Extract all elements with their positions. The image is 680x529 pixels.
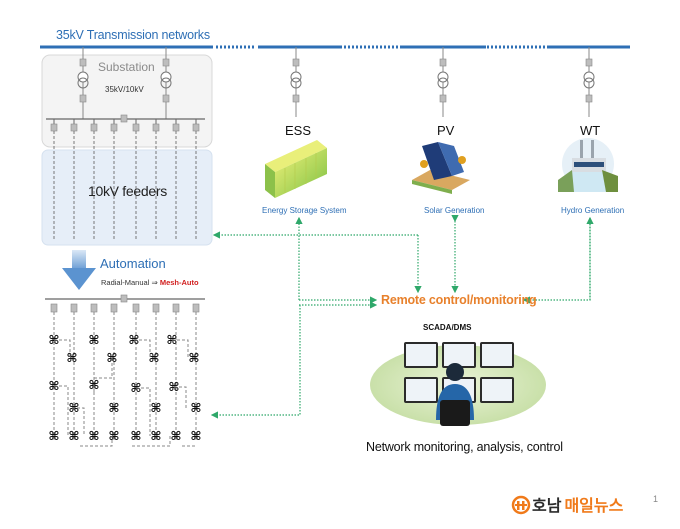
- switch-icon: ⌘: [108, 401, 119, 415]
- mesh-breaker-icon: [90, 303, 98, 313]
- mesh-breaker-icon: [50, 303, 58, 313]
- tie-line: [54, 339, 71, 358]
- substation-voltage: 35kV/10kV: [105, 85, 144, 94]
- breaker-icon: [162, 94, 170, 103]
- switch-icon: ⌘: [148, 351, 159, 365]
- breaker-icon: [439, 58, 447, 67]
- page-number: 1: [653, 494, 659, 504]
- feeders-box: [41, 149, 213, 246]
- breaker-icon: [79, 94, 87, 103]
- transformer-icon: [160, 71, 172, 83]
- solar-panel-icon: [412, 142, 470, 194]
- tie-line: [54, 385, 69, 436]
- tie-line: [172, 339, 189, 358]
- feeder-breaker-icon: [90, 123, 98, 132]
- tie-line: [94, 358, 113, 379]
- scada-label: SCADA/DMS: [423, 323, 472, 332]
- feeder-breaker-icon: [50, 123, 58, 132]
- wt-label: WT: [580, 123, 601, 138]
- switch-icon: ⌘: [68, 429, 79, 443]
- hydro-dam-icon: [558, 138, 618, 192]
- automation-title: Automation: [100, 256, 166, 271]
- switch-icon: ⌘: [130, 429, 141, 443]
- tie-line: [72, 407, 85, 436]
- automation-subtitle: Radial-Manual ⇒ Mesh-Auto: [101, 278, 199, 287]
- switch-icon: ⌘: [66, 351, 77, 365]
- logo-text-orange: 매일뉴스: [564, 498, 624, 515]
- switch-icon: ⌘: [150, 429, 161, 443]
- mesh-breaker-icon: [192, 303, 200, 313]
- switch-icon: ⌘: [190, 401, 201, 415]
- battery-rack-icon: [265, 140, 327, 198]
- mesh-network: ⌘⌘⌘⌘⌘⌘⌘⌘⌘⌘⌘⌘⌘⌘⌘⌘⌘⌘⌘⌘⌘⌘⌘⌘: [45, 294, 205, 447]
- mesh-breaker-icon: [70, 303, 78, 313]
- breaker-icon: [162, 58, 170, 67]
- feeder-breaker-icon: [132, 123, 140, 132]
- feeders-label: 10kV feeders: [88, 183, 167, 199]
- transformer-icon: [290, 71, 302, 83]
- automation-from: Radial-Manual: [101, 278, 150, 287]
- pv-label: PV: [437, 123, 455, 138]
- breaker-icon: [79, 58, 87, 67]
- wt-caption: Hydro Generation: [561, 206, 625, 215]
- switch-icon: ⌘: [88, 429, 99, 443]
- mesh-breaker-icon: [172, 303, 180, 313]
- newspaper-logo-icon: [511, 495, 531, 515]
- scada-operator-icon: [370, 342, 546, 426]
- bus-tie-breaker-icon: [120, 114, 128, 123]
- transformer-icon: [77, 71, 89, 83]
- tie-line: [80, 436, 113, 447]
- substation-label: Substation: [98, 60, 155, 74]
- ess-caption: Energy Storage System: [262, 206, 347, 215]
- breaker-icon: [292, 94, 300, 103]
- automation-to: Mesh-Auto: [159, 278, 199, 287]
- switch-icon: ⌘: [108, 429, 119, 443]
- switch-icon: ⌘: [150, 401, 161, 415]
- transmission-title: 35kV Transmission networks: [56, 28, 210, 42]
- substation-transformers: [46, 47, 205, 123]
- tie-line: [132, 436, 171, 447]
- breaker-icon: [439, 94, 447, 103]
- switch-icon: ⌘: [188, 351, 199, 365]
- automation-arrow-icon: [62, 250, 96, 290]
- feeder-breaker-icon: [192, 123, 200, 132]
- network-monitoring-label: Network monitoring, analysis, control: [366, 440, 563, 454]
- feeder-breaker-icon: [172, 123, 180, 132]
- breaker-icon: [292, 58, 300, 67]
- tie-line: [136, 387, 151, 436]
- switch-icon: ⌘: [48, 429, 59, 443]
- tie-line: [174, 386, 187, 410]
- feeder-lines: [50, 119, 200, 240]
- automation-arrow: ⇒: [151, 278, 158, 287]
- feeder-breaker-icon: [152, 123, 160, 132]
- mesh-breaker-icon: [132, 303, 140, 313]
- mesh-breaker-icon: [152, 303, 160, 313]
- connectors: [210, 215, 594, 419]
- breaker-icon: [585, 58, 593, 67]
- switch-icon: ⌘: [170, 429, 181, 443]
- transformer-icon: [583, 71, 595, 83]
- feeder-breaker-icon: [110, 123, 118, 132]
- mesh-tie-breaker-icon: [120, 294, 128, 303]
- ess-label: ESS: [285, 123, 312, 138]
- pv-caption: Solar Generation: [424, 206, 485, 215]
- feeder-breaker-icon: [70, 123, 78, 132]
- tie-line: [134, 339, 151, 358]
- remote-control-label: Remote control/monitoring: [381, 293, 537, 307]
- switch-icon: ⌘: [88, 333, 99, 347]
- breaker-icon: [585, 94, 593, 103]
- switch-icon: ⌘: [190, 429, 201, 443]
- logo-text-dark: 호남: [532, 498, 562, 515]
- generator-connections: [290, 47, 595, 117]
- mesh-breaker-icon: [110, 303, 118, 313]
- transformer-icon: [437, 71, 449, 83]
